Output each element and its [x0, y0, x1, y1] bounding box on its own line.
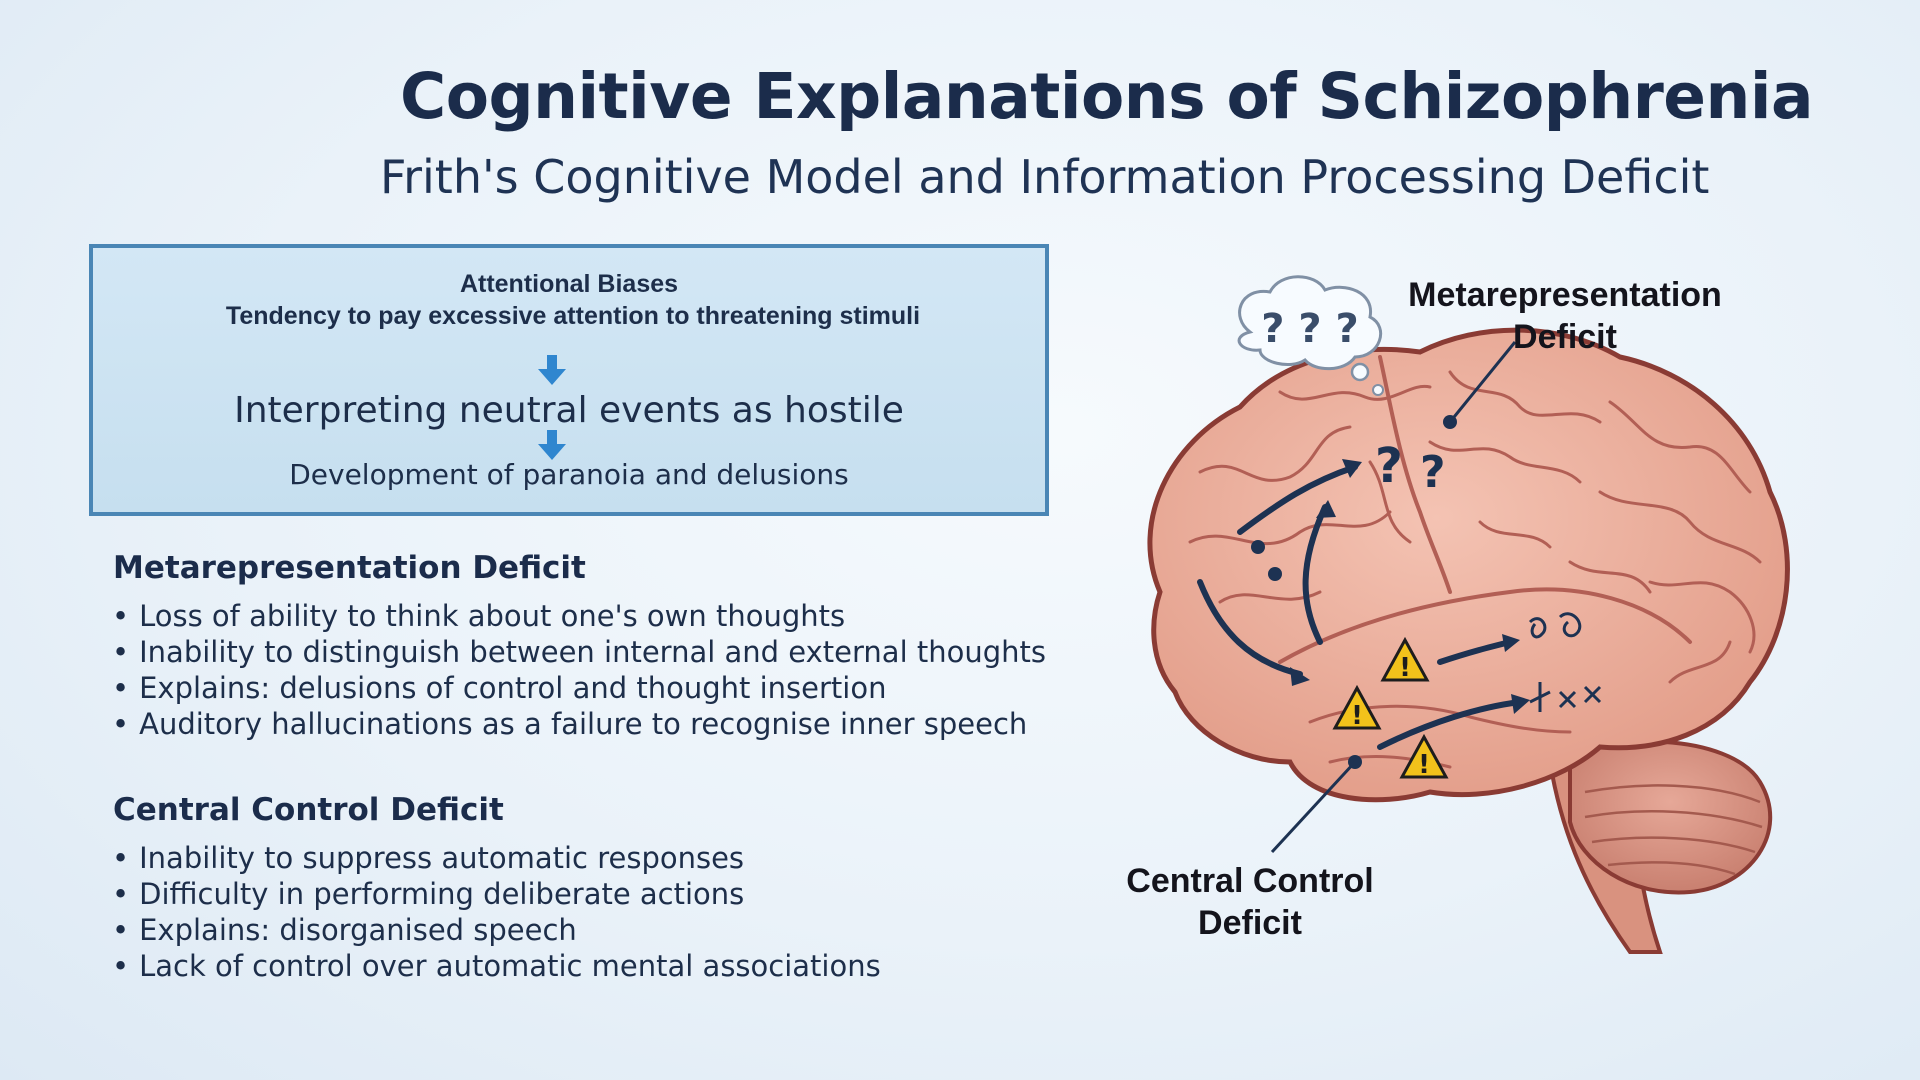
list-item: Inability to distinguish between interna… [112, 634, 1046, 670]
label-metarepresentation-line2: Deficit [1513, 318, 1617, 356]
brain-illustration-panel: ? ? ? ? ? [1126, 262, 1830, 962]
metarepresentation-section-title: Metarepresentation Deficit [113, 550, 586, 586]
list-item: Inability to suppress automatic response… [112, 840, 881, 876]
list-item: Auditory hallucinations as a failure to … [112, 706, 1046, 742]
flow-step-outcome: Development of paranoia and delusions [289, 458, 849, 491]
label-central-control-line1: Central Control [1126, 862, 1374, 900]
list-item: Lack of control over automatic mental as… [112, 948, 881, 984]
metarepresentation-bullet-list: Loss of ability to think about one's own… [112, 598, 1046, 742]
label-central-control-line2: Deficit [1198, 904, 1302, 942]
list-item: Explains: delusions of control and thoug… [112, 670, 1046, 706]
flow-step-interpretation: Interpreting neutral events as hostile [234, 390, 904, 431]
question-mark-icon: ? [1375, 438, 1403, 494]
attentional-bias-flow-box: Attentional Biases Tendency to pay exces… [89, 244, 1049, 516]
question-mark-icon: ? [1420, 447, 1446, 498]
central-control-bullet-list: Inability to suppress automatic response… [112, 840, 881, 984]
warning-icon: ! [1399, 653, 1411, 683]
list-item: Explains: disorganised speech [112, 912, 881, 948]
page-title: Cognitive Explanations of Schizophrenia [400, 60, 1813, 133]
brain-illustration: ? ? ? ? ? [1147, 275, 1790, 954]
label-metarepresentation-line1: Metarepresentation [1408, 276, 1722, 314]
warning-icon [1332, 636, 1449, 779]
flow-heading-description: Tendency to pay excessive attention to t… [225, 302, 921, 330]
flow-heading: Attentional Biases [459, 270, 679, 298]
warning-icon: ! [1351, 701, 1363, 731]
warning-icon: ! [1418, 750, 1430, 780]
page-subtitle: Frith's Cognitive Model and Information … [380, 150, 1710, 204]
list-item: Loss of ability to think about one's own… [112, 598, 1046, 634]
central-control-section-title: Central Control Deficit [113, 792, 504, 828]
list-item: Difficulty in performing deliberate acti… [112, 876, 881, 912]
thought-question-marks: ? ? ? [1261, 306, 1358, 352]
label-central-control: Central Control Deficit [1110, 860, 1390, 944]
thought-bubble-icon: ? ? ? [1237, 275, 1384, 396]
scribble-icon [1528, 612, 1602, 712]
